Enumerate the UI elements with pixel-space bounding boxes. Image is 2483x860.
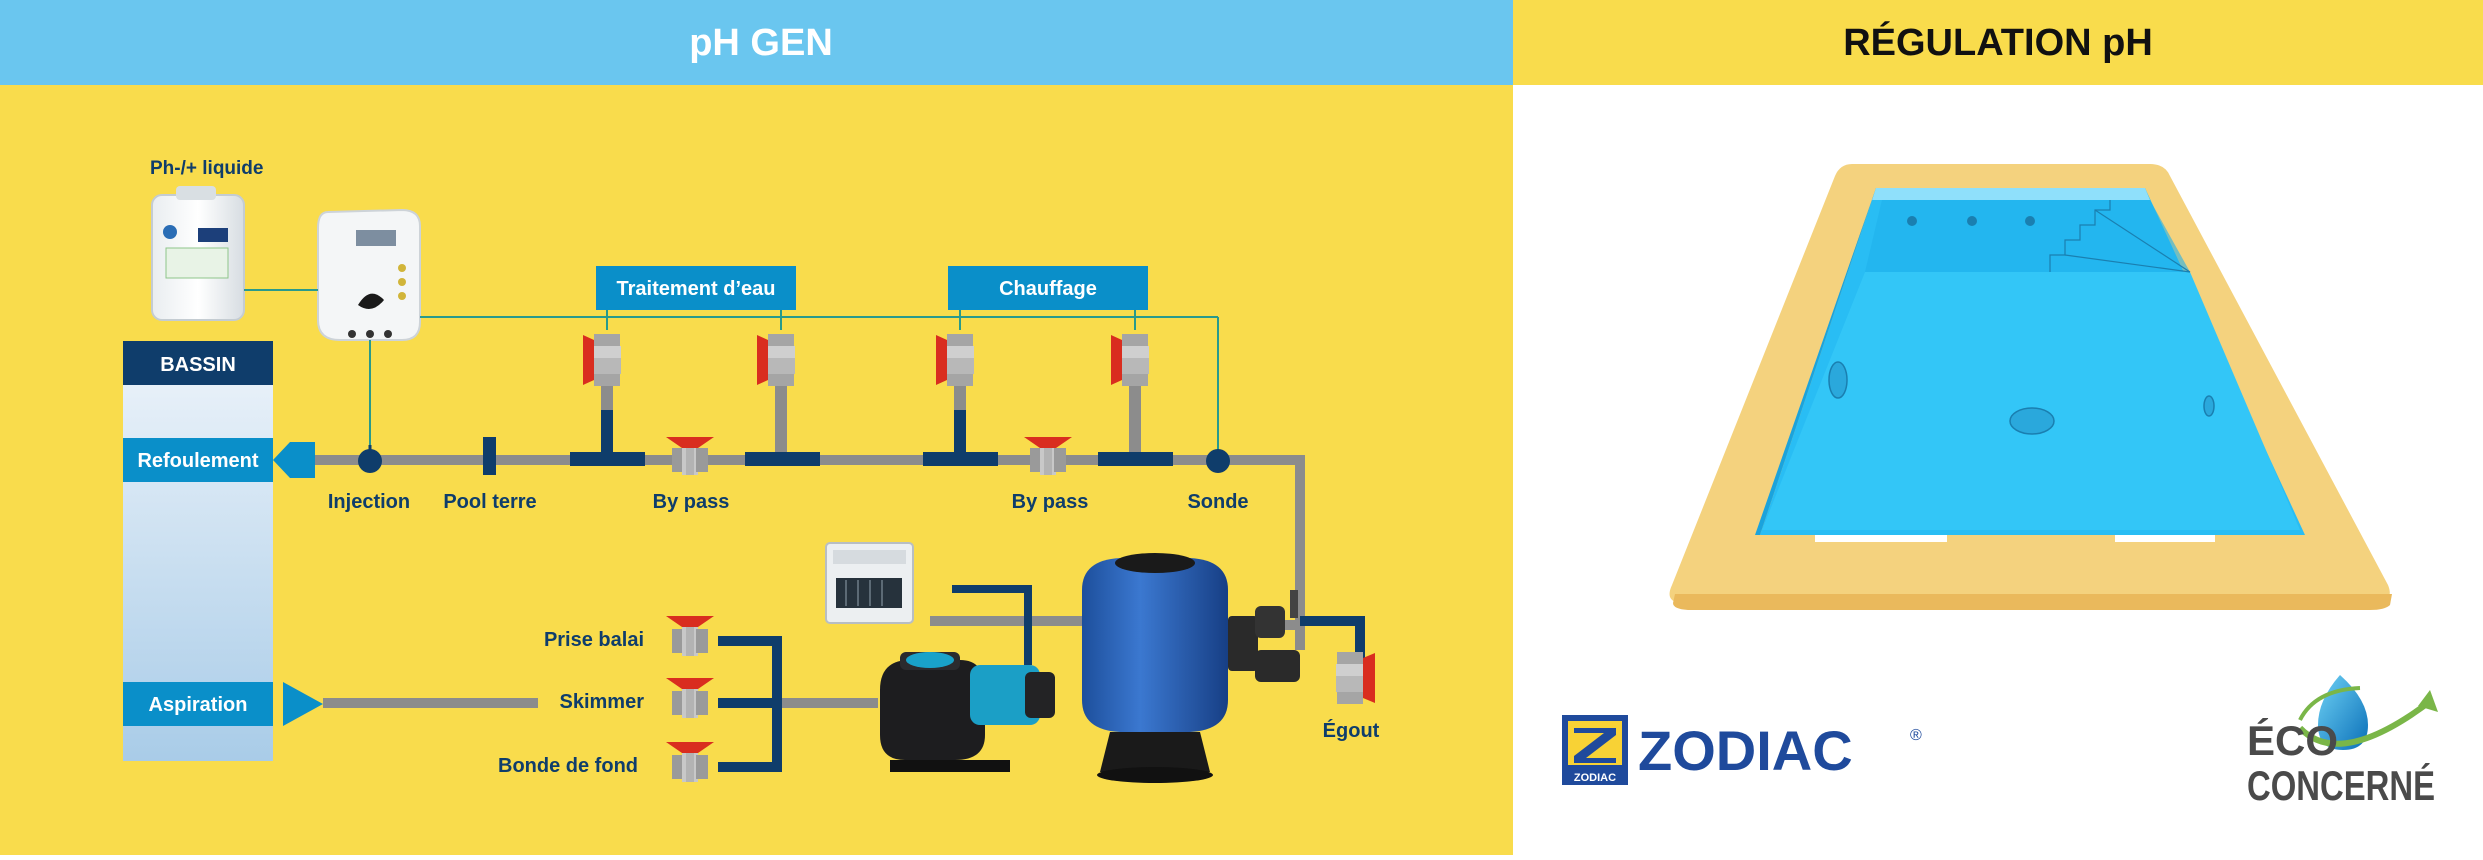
refoulement-box <box>123 438 273 482</box>
refoulement-label: Refoulement <box>137 450 258 472</box>
prise-balai-label: Prise balai <box>544 629 644 651</box>
chauffage-label: Chauffage <box>999 278 1097 300</box>
zodiac-logo: ZODIAC <box>1562 715 1628 785</box>
eco-line1: ÉCO <box>2247 717 2338 764</box>
control-box-image <box>825 542 914 624</box>
aspiration-arrow <box>283 682 323 726</box>
skimmer-label: Skimmer <box>560 691 645 713</box>
traitement-label: Traitement d’eau <box>617 278 776 300</box>
injection-label: Injection <box>328 491 410 513</box>
filter-image <box>1082 553 1228 783</box>
branch-valves <box>570 334 1173 466</box>
zodiac-registered: ® <box>1910 727 1922 744</box>
egout-label: Égout <box>1323 719 1380 742</box>
bypass-2-label: By pass <box>1012 491 1089 513</box>
right-panel-title: RÉGULATION pH <box>1843 20 2153 64</box>
egout-valve <box>1336 652 1375 704</box>
suction-valves <box>666 616 714 782</box>
aspiration-box <box>123 682 273 726</box>
ph-gen-controller-image <box>317 208 421 341</box>
chauffage-box <box>948 266 1148 310</box>
liquid-canister-image <box>151 186 245 321</box>
pool-terre-label: Pool terre <box>443 491 536 513</box>
sonde-label: Sonde <box>1187 491 1248 513</box>
line-markers <box>358 437 1230 475</box>
left-header-bar <box>0 0 1513 85</box>
right-header-bar <box>1513 0 2483 85</box>
bypass-1-label: By pass <box>653 491 730 513</box>
multiport-valve-image <box>1228 590 1300 682</box>
control-wires <box>244 289 1219 457</box>
pool-illustration <box>1669 164 2392 610</box>
eco-concerne-logo <box>2297 675 2438 750</box>
aspiration-label: Aspiration <box>149 694 248 716</box>
zodiac-logo-small: ZODIAC <box>1574 772 1616 784</box>
zodiac-wordmark: ZODIAC <box>1638 719 1853 782</box>
traitement-box <box>596 266 796 310</box>
refoulement-arrow <box>273 442 315 478</box>
bonde-label: Bonde de fond <box>498 755 638 777</box>
liquid-label: Ph-/+ liquide <box>150 158 263 179</box>
suction-pipe <box>323 585 1365 772</box>
bypass-valves <box>666 437 1072 475</box>
bassin-label: BASSIN <box>160 354 236 376</box>
eco-line2: CONCERNÉ <box>2247 762 2435 809</box>
pump-image <box>880 652 1055 772</box>
bassin-header <box>123 341 273 385</box>
left-panel-title: pH GEN <box>689 22 833 64</box>
